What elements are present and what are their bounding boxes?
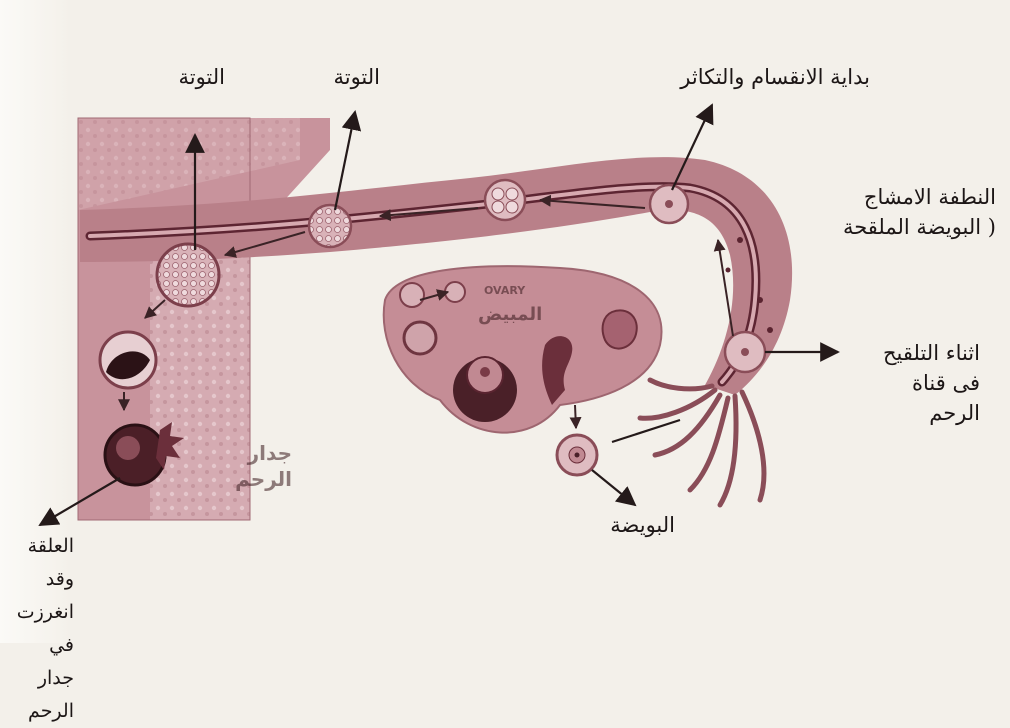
morula-left xyxy=(157,244,219,306)
label-zygote: النطفة الامشاج ( البويضة الملقحة xyxy=(843,182,996,242)
zygote-line2: ( البويضة الملقحة xyxy=(843,212,996,242)
alaqa-line2: انغرزت في xyxy=(0,596,74,662)
label-totah-left: التوتة xyxy=(178,62,225,92)
uterine-wall-label: جدار الرحم xyxy=(222,440,292,492)
label-totah-mid: التوتة xyxy=(333,62,380,92)
label-ovum: البويضة xyxy=(610,510,675,540)
label-alaqa: العلقة وقد انغرزت في جدار الرحم xyxy=(0,530,74,728)
label-fertilization: اثناء التلقيح فى قناة الرحم xyxy=(883,338,980,428)
diagram-canvas: جدار الرحم OVARY المبيض التوتة التوتة بد… xyxy=(0,0,1010,643)
fimbriae xyxy=(640,380,764,505)
label-division-start: بداية الانقسام والتكاثر xyxy=(680,62,870,92)
morula-mid xyxy=(309,205,351,247)
ovary-en-label: OVARY xyxy=(484,284,525,297)
uterine-wall-line2: الرحم xyxy=(222,466,292,492)
fert-line2: فى قناة xyxy=(883,368,980,398)
fert-line1: اثناء التلقيح xyxy=(883,338,980,368)
alaqa-line1: العلقة وقد xyxy=(0,530,74,596)
zygote-line1: النطفة الامشاج xyxy=(843,182,996,212)
blastocyst xyxy=(100,332,156,388)
zygote-cell xyxy=(650,185,688,223)
ovum-cell xyxy=(557,435,597,475)
fertilizing-cell xyxy=(725,332,765,372)
fert-line3: الرحم xyxy=(883,398,980,428)
uterine-wall-line1: جدار xyxy=(222,440,292,466)
ovary-ar-label: المبيض xyxy=(478,304,542,325)
alaqa-line3: جدار الرحم xyxy=(0,662,74,728)
two-cell-stage xyxy=(485,180,525,220)
